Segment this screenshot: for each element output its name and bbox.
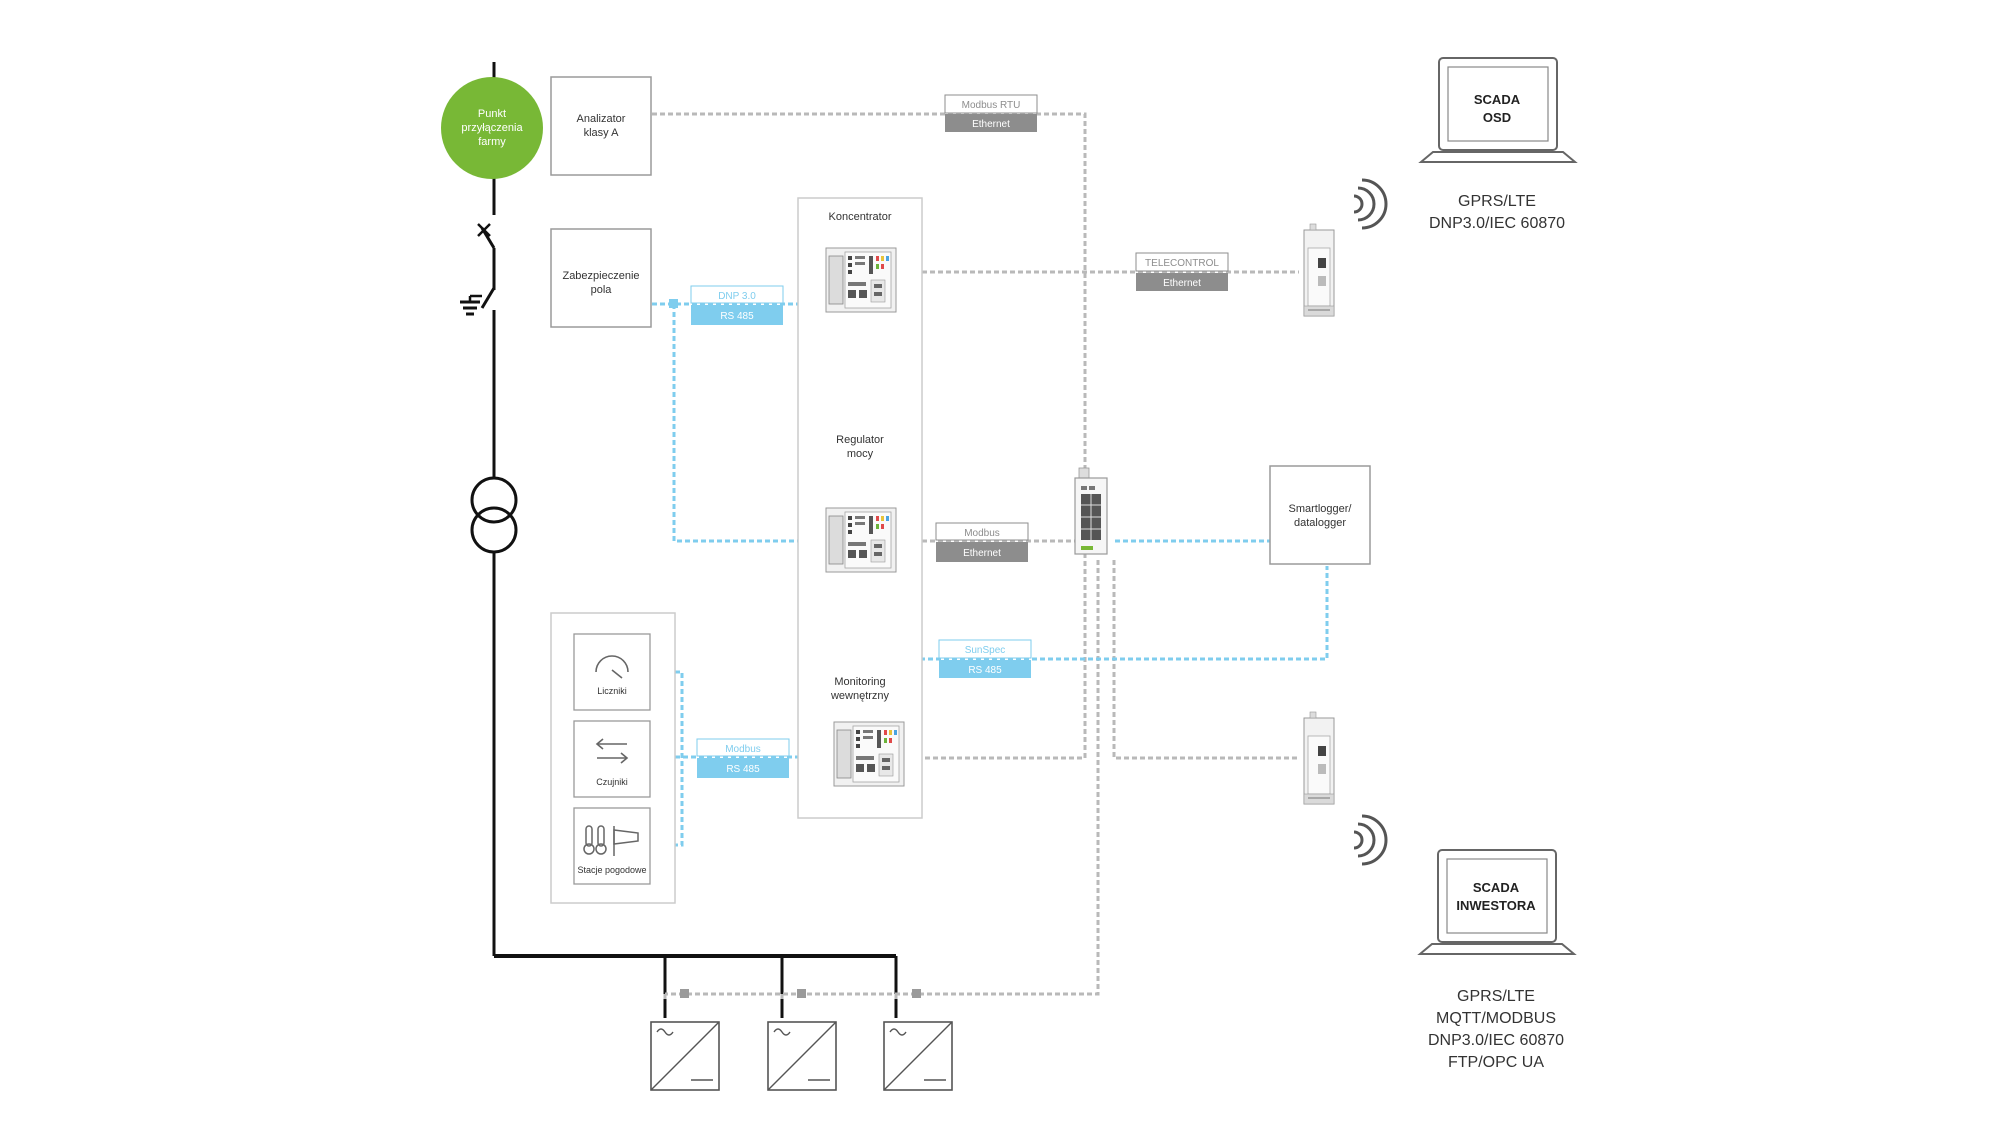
label-telecontrol-bottom: Ethernet bbox=[1163, 278, 1201, 289]
thermometer-icon bbox=[583, 825, 607, 855]
label-modbus-ethernet-top: Modbus bbox=[964, 528, 1000, 539]
label-modbus-rtu-bottom: Ethernet bbox=[972, 119, 1010, 130]
regulator-plc bbox=[825, 507, 897, 573]
inverter-2 bbox=[767, 1021, 837, 1091]
analyzer-line2: klasy A bbox=[584, 127, 620, 139]
monitoring-line1: Monitoring bbox=[834, 676, 885, 688]
scada-osd-protocol-1: GPRS/LTE bbox=[1458, 193, 1536, 210]
label-modbus-rtu-top: Modbus RTU bbox=[962, 100, 1021, 111]
smartlogger-box: Smartlogger/ datalogger bbox=[1269, 465, 1371, 565]
regulator-line1: Regulator bbox=[836, 434, 884, 446]
label-telecontrol: TELECONTROL Ethernet bbox=[1135, 252, 1229, 291]
ethernet-junctions bbox=[680, 989, 921, 998]
inverter-1 bbox=[650, 1021, 720, 1091]
scada-investor-protocol-2: MQTT/MODBUS bbox=[1436, 1010, 1556, 1027]
koncentrator-plc bbox=[825, 247, 897, 313]
central-panel: Koncentrator Regulator mocy Monitoring w… bbox=[797, 197, 923, 819]
scada-osd: SCADA OSD GPRS/LTE DNP3.0/IEC 60870 bbox=[1420, 57, 1576, 232]
transformer-icon bbox=[470, 476, 518, 554]
ground-icon bbox=[460, 294, 482, 316]
label-modbus-rs485-top: Modbus bbox=[725, 744, 761, 755]
weather-box: Stacje pogodowe bbox=[573, 807, 651, 885]
label-dnp3-bottom: RS 485 bbox=[720, 311, 754, 322]
label-dnp3: DNP 3.0 RS 485 bbox=[690, 285, 784, 325]
protection-line1: Zabezpieczenie bbox=[562, 270, 639, 282]
scada-investor-line1: SCADA bbox=[1473, 880, 1520, 895]
modem-osd bbox=[1303, 223, 1335, 317]
arrows-icon bbox=[595, 738, 629, 764]
inverter-3 bbox=[883, 1021, 953, 1091]
label-modbus-rs485: Modbus RS 485 bbox=[696, 738, 790, 778]
ethernet-lines bbox=[652, 112, 1299, 1000]
wireless-icon-investor bbox=[1352, 814, 1388, 866]
scada-osd-line2: OSD bbox=[1483, 110, 1511, 125]
smartlogger-line2: datalogger bbox=[1294, 517, 1346, 529]
scada-osd-protocol-2: DNP3.0/IEC 60870 bbox=[1429, 215, 1565, 232]
monitoring-line2: wewnętrzny bbox=[830, 690, 890, 702]
monitoring-plc bbox=[833, 721, 905, 787]
weather-label: Stacje pogodowe bbox=[577, 865, 646, 875]
analyzer-box: Analizator klasy A bbox=[550, 76, 652, 176]
sensors-label: Czujniki bbox=[596, 777, 628, 787]
gauge-icon bbox=[595, 655, 629, 673]
label-sunspec: SunSpec RS 485 bbox=[938, 639, 1032, 678]
sensors-box: Czujniki bbox=[573, 720, 651, 798]
scada-osd-line1: SCADA bbox=[1474, 92, 1521, 107]
label-modbus-ethernet-bottom: Ethernet bbox=[963, 548, 1001, 559]
power-line bbox=[477, 62, 898, 1018]
regulator-line2: mocy bbox=[847, 448, 874, 460]
label-modbus-rs485-bottom: RS 485 bbox=[726, 764, 760, 775]
windsock-icon bbox=[613, 826, 639, 856]
serial-junction bbox=[669, 299, 678, 308]
smartlogger-line1: Smartlogger/ bbox=[1289, 503, 1353, 515]
label-sunspec-bottom: RS 485 bbox=[968, 665, 1002, 676]
scada-investor-line2: INWESTORA bbox=[1456, 898, 1536, 913]
protection-box: Zabezpieczenie pola bbox=[550, 228, 652, 328]
scada-investor-protocol-1: GPRS/LTE bbox=[1457, 988, 1535, 1005]
network-switch bbox=[1074, 467, 1108, 555]
sensor-group: Liczniki Czujniki Stac bbox=[550, 612, 676, 904]
label-sunspec-top: SunSpec bbox=[965, 645, 1006, 656]
meters-label: Liczniki bbox=[597, 686, 627, 696]
meters-box: Liczniki bbox=[573, 633, 651, 711]
label-dnp3-top: DNP 3.0 bbox=[718, 291, 756, 302]
farm-point-line1: Punkt bbox=[478, 108, 506, 120]
farm-point-line3: farmy bbox=[478, 136, 506, 148]
analyzer-line1: Analizator bbox=[577, 113, 626, 125]
scada-investor-protocol-4: FTP/OPC UA bbox=[1448, 1054, 1544, 1071]
farm-connection-point: Punkt przyłączenia farmy bbox=[441, 77, 543, 179]
label-modbus-ethernet: Modbus Ethernet bbox=[935, 522, 1029, 562]
label-telecontrol-top: TELECONTROL bbox=[1145, 258, 1219, 269]
modem-investor bbox=[1303, 711, 1335, 805]
scada-investor: SCADA INWESTORA GPRS/LTE MQTT/MODBUS DNP… bbox=[1419, 849, 1575, 1071]
wireless-icon-osd bbox=[1352, 178, 1388, 230]
protection-line2: pola bbox=[591, 284, 613, 296]
scada-investor-protocol-3: DNP3.0/IEC 60870 bbox=[1428, 1032, 1564, 1049]
farm-point-line2: przyłączenia bbox=[461, 122, 523, 134]
label-modbus-rtu: Modbus RTU Ethernet bbox=[944, 94, 1038, 132]
koncentrator-label: Koncentrator bbox=[829, 211, 892, 223]
